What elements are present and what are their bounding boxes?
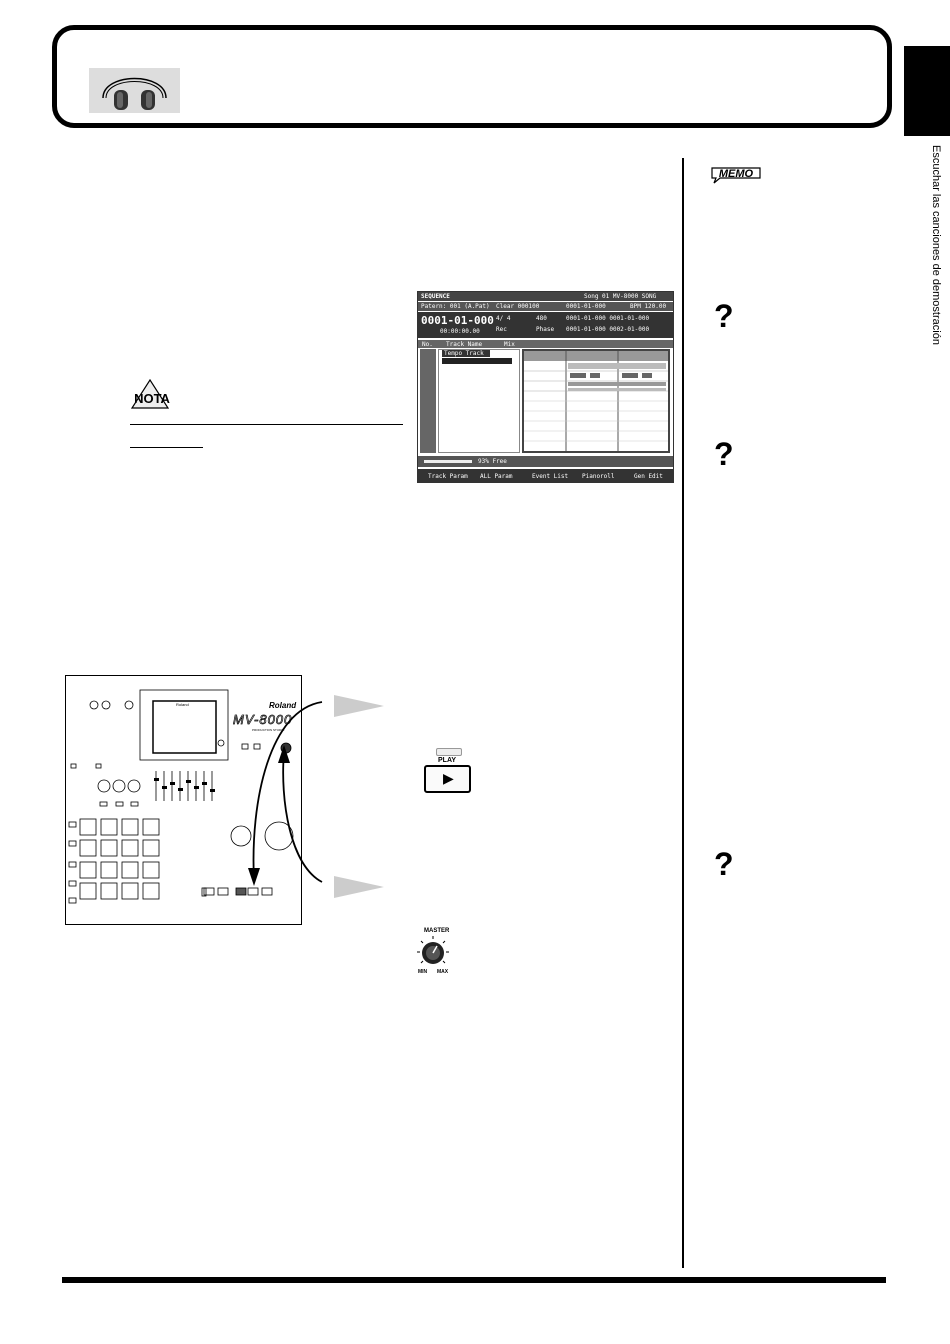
nota-rule: [130, 424, 403, 425]
time-readout: 00:00:00.00: [440, 328, 480, 335]
headphones-icon: [89, 68, 180, 113]
screen-title: SEQUENCE: [421, 293, 450, 300]
meter-value: 4/ 4: [496, 315, 511, 322]
loop-a: 0001-01-000 0001-01-000: [566, 315, 650, 322]
timeline-grid: [522, 349, 670, 453]
master-volume-knob[interactable]: [416, 935, 450, 969]
tab-gen-edit[interactable]: Gen Edit: [634, 473, 663, 480]
clear-label: Clear 000100: [496, 303, 540, 310]
sequence-screen: SEQUENCE Song 01 MV-8000 SONG Patern: 00…: [417, 291, 674, 483]
tab-track-param[interactable]: Track Param: [428, 473, 468, 480]
col-track: Track Name: [446, 341, 483, 348]
free-space: 93% Free: [478, 458, 507, 465]
device-brand: Roland: [269, 701, 297, 710]
memo-icon: MEMO: [710, 166, 762, 184]
help-icon: ?: [714, 298, 734, 334]
device-model: MV-8000: [233, 712, 293, 728]
mode-value: Phase: [536, 326, 555, 333]
nota-label: NOTA: [134, 391, 170, 406]
help-icon: ?: [714, 846, 734, 882]
chapter-side-label: Escuchar las canciones de demostración: [930, 145, 942, 345]
help-icon: ?: [714, 436, 734, 472]
pattern-label: Patern: 001 (A.Pat): [421, 303, 490, 310]
title-box: [52, 25, 892, 128]
master-min-label: MIN: [418, 969, 428, 975]
tab-all-param[interactable]: ALL Param: [480, 473, 513, 480]
nota-rule-short: [130, 447, 203, 448]
locate-value: 0001-01-000: [566, 303, 606, 310]
mv8000-device: Roland MV-8000 PRODUCTION STUDIO Roland: [65, 675, 302, 925]
step-arrow: [334, 876, 384, 898]
play-icon: ▶: [443, 770, 454, 786]
step-pointer-arrows: [248, 701, 323, 886]
col-no: No.: [422, 341, 433, 348]
quantize-value: 480: [536, 315, 547, 322]
column-divider: [682, 158, 684, 1268]
tempo-value: BPM 120.00: [630, 303, 667, 310]
play-button[interactable]: [424, 765, 471, 793]
rec-label: Rec: [496, 326, 507, 333]
position-readout: 0001-01-000: [421, 314, 494, 327]
tab-pianoroll[interactable]: Pianoroll: [582, 473, 615, 480]
loop-b: 0001-01-000 0002-01-000: [566, 326, 650, 333]
song-name: Song 01 MV-8000 SONG: [584, 293, 657, 300]
footer-rule: [62, 1277, 886, 1283]
play-label: PLAY: [438, 757, 457, 764]
device-model-sub: PRODUCTION STUDIO: [252, 728, 285, 732]
master-label: MASTER: [424, 928, 450, 934]
nota-icon: NOTA: [128, 378, 188, 412]
master-max-label: MAX: [437, 969, 449, 975]
memo-label: MEMO: [719, 168, 754, 180]
tab-event-list[interactable]: Event List: [532, 473, 569, 480]
col-mix: Mix: [504, 341, 515, 348]
tempo-track-label: Tempo Track: [444, 350, 484, 357]
play-led: [436, 748, 462, 756]
device-screen-brand: Roland: [176, 702, 189, 707]
chapter-tab: [904, 46, 950, 136]
step-arrow: [334, 695, 384, 717]
